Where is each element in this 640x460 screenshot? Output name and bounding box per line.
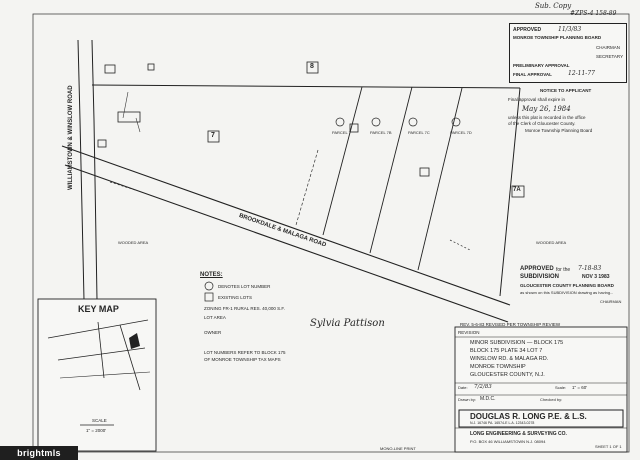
note-item-5: OWNER — [204, 330, 222, 335]
drawn-value: M.D.C. — [480, 396, 496, 402]
note-item-3: ZONING FR-1 RURAL RES. 40,000 S.F. — [204, 306, 285, 311]
title-type: MINOR SUBDIVISION — BLOCK 175 — [470, 340, 564, 346]
parcel-label-1: PARCEL 7 — [332, 130, 351, 135]
firm-address: P.O. BOX 46 WILLIAMSTOWN N.J. 08094 — [470, 439, 546, 444]
revision-line: REV. 5-6-83 REVISED PER TOWNSHIP REVIEW — [460, 322, 561, 327]
parcel-label-3: PARCEL 7C — [408, 130, 430, 135]
corner-note-ref: #ZPS-4 158-89 — [570, 10, 617, 17]
notice-line-3: unless this plat is recorded in the offi… — [508, 115, 586, 120]
scale-value: 1" = 60' — [572, 385, 588, 390]
county-body: as shown on this SUBDIVISION drawing as … — [520, 290, 614, 295]
date-label: Date: — [458, 385, 468, 390]
lot-number-7a: 7A — [513, 187, 521, 193]
note-item-1: DENOTES LOT NUMBER — [218, 284, 271, 289]
checked-label: Checked by: — [540, 397, 563, 402]
final-label: FINAL APPROVAL — [513, 72, 552, 77]
chairman-label: CHAIRMAN — [596, 45, 621, 50]
date-value: 7/2/83 — [474, 384, 492, 390]
title-line-4: GLOUCESTER COUNTY, N.J. — [470, 372, 545, 378]
firm-name: LONG ENGINEERING & SURVEYING CO. — [470, 431, 567, 437]
engineer-name: DOUGLAS R. LONG P.E. & L.S. — [470, 412, 587, 421]
notes-title: NOTES: — [200, 272, 223, 278]
county-subdivision: SUBDIVISION — [520, 274, 560, 280]
williamstown-road-label: WILLIAMSTOWN & WINSLOW ROAD — [68, 85, 74, 190]
wooded-area-right: WOODED AREA — [536, 240, 567, 245]
final-date: 12-11-77 — [568, 70, 595, 77]
drawn-label: Drawn by: — [458, 397, 477, 402]
county-date2: NOV 3 1983 — [582, 274, 610, 280]
board-name: MONROE TOWNSHIP PLANNING BOARD — [513, 35, 602, 40]
key-map-scale-label: SCALE — [92, 418, 107, 423]
approved-label: APPROVED — [513, 27, 542, 33]
key-map-scale-value: 1" = 2000' — [86, 428, 107, 433]
approved-date: 11/3/83 — [558, 26, 582, 33]
lot-number-main: 7 — [211, 132, 215, 139]
notice-title: NOTICE TO APPLICANT — [540, 88, 592, 93]
owner-signature: Sylvia Pattison — [310, 318, 385, 329]
wooded-area-left: WOODED AREA — [118, 240, 149, 245]
engineer-license: N.J. 16746 PA. 16574-E L.A. 12343-0278 — [470, 421, 535, 425]
title-line-3: MONROE TOWNSHIP — [470, 364, 526, 370]
key-map-title: KEY MAP — [78, 304, 119, 314]
notice-line-4: of the Clerk of Gloucester County. — [508, 121, 576, 126]
notice-line-1: Final approval shall expire in — [508, 97, 566, 102]
county-date: 7-18-83 — [578, 265, 602, 272]
note-item-7: OF MONROE TOWNSHIP TAX MAPS — [204, 357, 281, 362]
township-approval-box: APPROVED 11/3/83 MONROE TOWNSHIP PLANNIN… — [509, 23, 627, 83]
note-item-2: EXISTING LOTS — [218, 295, 253, 300]
parcel-label-2: PARCEL 7B — [370, 130, 392, 135]
title-line-2: WINSLOW RD. & MALAGA RD. — [470, 356, 549, 362]
lot-number-top: 8 — [310, 63, 314, 70]
corner-note: Sub. Copy — [535, 2, 572, 10]
sheet-number: SHEET 1 OF 1 — [595, 444, 622, 449]
county-for: for the — [556, 267, 571, 273]
title-line-1: BLOCK 175 PLATE 34 LOT 7 — [470, 348, 543, 354]
scale-label: Scale: — [555, 385, 567, 390]
preliminary-label: PRELIMINARY APPROVAL — [513, 63, 570, 68]
parcel-label-4: PARCEL 7D — [450, 130, 472, 135]
revision-label: REVISION — [458, 330, 480, 335]
county-chairman: CHAIRMAN — [600, 299, 622, 304]
note-item-4: LOT AREA — [204, 315, 226, 320]
notice-date: May 26, 1984 — [522, 105, 571, 113]
footer-mark: MONO-LINE PRINT — [380, 446, 416, 451]
secretary-label: SECRETARY — [596, 54, 624, 59]
county-board: GLOUCESTER COUNTY PLANNING BOARD — [520, 283, 614, 288]
notice-line-5: Monroe Township Planning Board — [525, 128, 593, 133]
county-approved: APPROVED — [520, 266, 554, 272]
note-item-6: LOT NUMBERS REFER TO BLOCK 175 — [204, 350, 286, 355]
brightmls-watermark: brightmls — [0, 446, 78, 460]
